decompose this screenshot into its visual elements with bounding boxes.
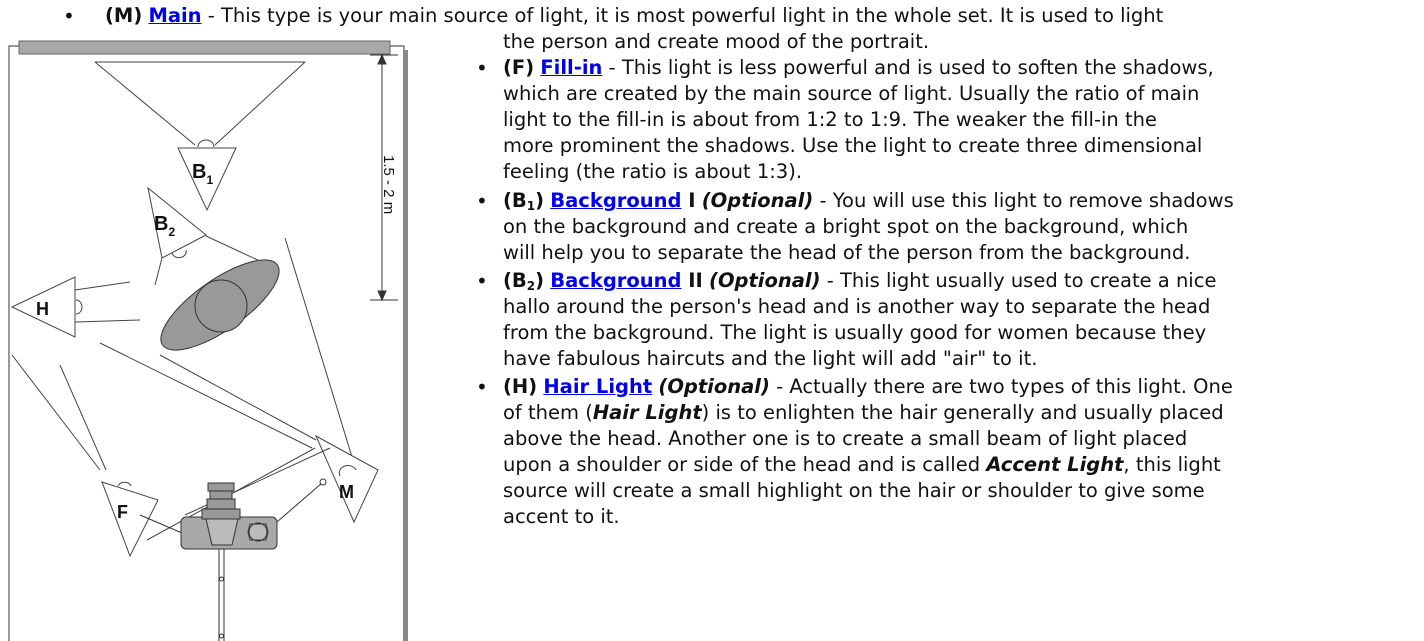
item-bg2-text: - This light usually used to create a ni…: [820, 269, 1217, 292]
item-main-link[interactable]: Main: [148, 4, 202, 27]
item-bg2-line-4: have fabulous haircuts and the light wil…: [503, 347, 1038, 370]
item-bg1-line-3: will help you to separate the head of th…: [503, 241, 1191, 264]
item-main-line-2: the person and create mood of the portra…: [503, 30, 930, 53]
item-fill-line-5: feeling (the ratio is about 1:3).: [503, 160, 803, 183]
item-main-text: - This type is your main source of light…: [201, 4, 1164, 27]
item-hair-line-3: above the head. Another one is to create…: [503, 427, 1188, 450]
item-fill-link[interactable]: Fill-in: [540, 56, 603, 79]
background-wall: [18, 40, 391, 55]
item-main-code: (M): [105, 4, 143, 27]
bullet-bg2: •: [476, 269, 488, 293]
subject: [160, 259, 280, 351]
lighting-diagram: 1.5 - 2 m B1 B2 H M: [8, 40, 408, 641]
item-bg1-numeral: I: [681, 189, 696, 212]
light-b2: [147, 186, 263, 286]
item-bg1-link[interactable]: Background: [550, 189, 682, 212]
item-fill-line-2: which are created by the main source of …: [503, 82, 1200, 105]
bullet-fill: •: [476, 56, 488, 80]
light-h-label: H: [36, 299, 49, 319]
bullet-hair: •: [476, 375, 488, 399]
item-fill-line-4: more prominent the shadows. Use the ligh…: [503, 134, 1203, 157]
light-f-label: F: [117, 502, 128, 522]
item-hair-line-5: source will create a small highlight on …: [503, 479, 1205, 502]
item-bg2-code: (B2): [503, 269, 545, 293]
bullet-bg1: •: [476, 189, 488, 213]
light-b1-label: B1: [192, 161, 213, 187]
item-bg1-optional: (Optional): [701, 189, 814, 212]
item-bg1-text: - You will use this light to remove shad…: [813, 189, 1234, 212]
item-hair-optional: (Optional): [658, 375, 770, 398]
item-fill-line-3: light to the fill-in is about from 1:2 t…: [503, 108, 1157, 131]
item-bg2-numeral: II: [681, 269, 703, 292]
light-f: [101, 481, 159, 558]
item-bg1-line-1: (B1) Background I (Optional) - You will …: [503, 188, 1234, 214]
camera: [139, 478, 327, 641]
item-bg2-line-1: (B2) Background II (Optional) - This lig…: [503, 268, 1216, 294]
item-main-line-1: (M) Main - This type is your main source…: [105, 3, 1163, 29]
light-h: [10, 276, 141, 471]
accent-light-emphasis: Accent Light: [986, 453, 1124, 476]
item-fill-text: - This light is less powerful and is use…: [602, 56, 1214, 79]
diagram-frame: [8, 45, 405, 641]
hair-light-emphasis: Hair Light: [592, 401, 702, 424]
bullet-main: •: [63, 4, 75, 28]
item-bg2-link[interactable]: Background: [550, 269, 682, 292]
item-bg2-optional: (Optional): [709, 269, 821, 292]
distance-label: 1.5 - 2 m: [380, 155, 397, 214]
item-hair-line-6: accent to it.: [503, 505, 620, 528]
item-hair-code: (H): [503, 375, 538, 398]
diagram-frame-shadow: [403, 50, 408, 641]
light-m-label: M: [339, 482, 354, 502]
item-bg2-line-3: from the background. The light is usuall…: [503, 321, 1207, 344]
item-hair-line-1: (H) Hair Light (Optional) - Actually the…: [503, 374, 1233, 400]
item-bg1-code: (B1): [503, 189, 545, 213]
item-hair-text: - Actually there are two types of this l…: [769, 375, 1233, 398]
light-b2-label: B2: [154, 213, 175, 239]
light-b1: [94, 61, 306, 212]
item-hair-line-4: upon a shoulder or side of the head and …: [503, 453, 1221, 476]
item-hair-line-2: of them (Hair Light) is to enlighten the…: [503, 401, 1224, 424]
item-fill-code: (F): [503, 56, 535, 79]
item-hair-link[interactable]: Hair Light: [543, 375, 653, 398]
distance-indicator: [370, 53, 398, 302]
item-bg2-line-2: hallo around the person's head and is an…: [503, 295, 1211, 318]
item-bg1-line-2: on the background and create a bright sp…: [503, 215, 1189, 238]
item-fill-line-1: (F) Fill-in - This light is less powerfu…: [503, 55, 1214, 81]
